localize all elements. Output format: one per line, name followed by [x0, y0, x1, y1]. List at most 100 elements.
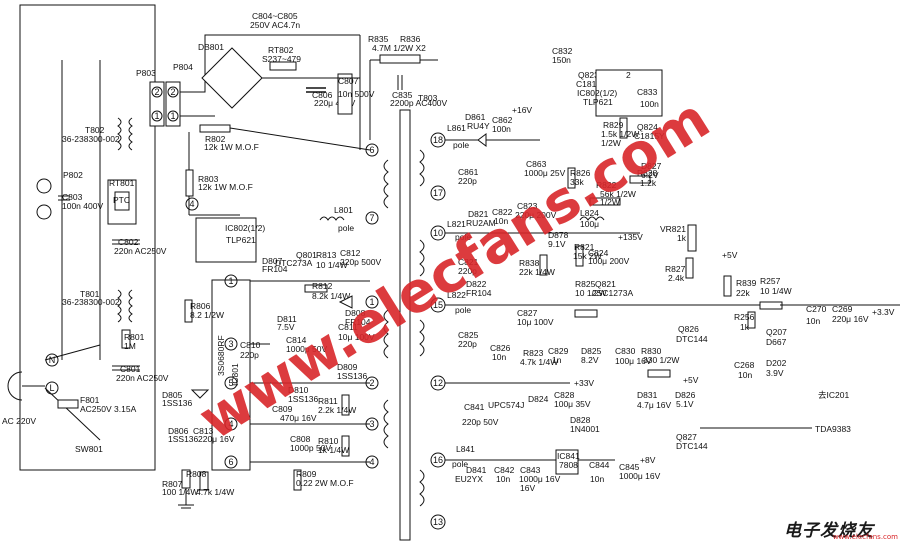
c841-value: 220p 50V: [462, 417, 499, 427]
r828-value: 1.2k: [640, 178, 657, 188]
r825-value: 10 1/2W: [575, 288, 607, 298]
r822-value: 56k 1/2W: [600, 189, 636, 199]
svg-text:2: 2: [626, 70, 631, 80]
p804-label: P804: [173, 62, 193, 72]
r835-value: 4.7M 1/2W X2: [372, 43, 426, 53]
d810-label: D810: [288, 385, 309, 395]
r838-label: R838: [519, 258, 540, 268]
c808-value: 1000p 50V: [290, 443, 331, 453]
q801-type: DTC273A: [275, 258, 313, 268]
l801-label: L801: [334, 205, 353, 215]
r801-value: 1M: [124, 341, 136, 351]
resistor-r812: [304, 284, 328, 293]
q827-label: Q827: [676, 432, 697, 442]
d828-type: 1N4001: [570, 424, 600, 434]
r829-watt: 1/2W: [601, 138, 621, 148]
site-logo: 电子发烧友 www.elecfans.com: [780, 514, 900, 542]
c861-label: C861: [458, 167, 479, 177]
l824-label: L824: [580, 208, 599, 218]
ac-input-label: AC 220V: [2, 416, 36, 426]
svg-text:4: 4: [189, 199, 194, 209]
c807-value: 10n 500V: [338, 89, 375, 99]
r809-label: R809: [296, 469, 317, 479]
logo-url: www.elecfans.com: [832, 533, 898, 541]
c810-label: C810: [240, 340, 261, 350]
c842-value: 10n: [496, 474, 510, 484]
r803-value: 12k 1W M.O.F: [198, 182, 253, 192]
c811-value: 10μ 100V: [338, 332, 375, 342]
q821-type: 2SC1273A: [592, 288, 633, 298]
rectifier-section: DB801 C804~C805 250V AC4.7n RT802 S237~4…: [180, 11, 375, 216]
fuse-label: F801: [80, 395, 100, 405]
resistor-r830: [647, 369, 671, 378]
c830-value: 100μ 16V: [615, 356, 652, 366]
c862-label: C862: [492, 115, 513, 125]
c810-value: 220p: [240, 350, 259, 360]
q823-label: Q823: [578, 70, 599, 80]
ic801-chip: [211, 279, 251, 471]
svg-text:13: 13: [433, 517, 443, 527]
q207-label: Q207: [766, 327, 787, 337]
transformer-core: [399, 109, 411, 541]
c835-label: C835: [392, 90, 413, 100]
d841-type: EU2YX: [455, 474, 483, 484]
v135-label: +135V: [618, 232, 643, 242]
r839-label: R839: [736, 278, 757, 288]
c802-value: 220n AC250V: [114, 246, 167, 256]
c821-value: 220p: [458, 266, 477, 276]
c845-label: C845: [619, 462, 640, 472]
t803-label: T803: [418, 93, 438, 103]
rt802-value: S237~479: [262, 54, 301, 64]
resistor-r257: [759, 301, 783, 310]
switch-label: SW801: [75, 444, 103, 454]
diode-d808-icon: [338, 295, 353, 309]
d808-label: D808: [345, 308, 366, 318]
d807-label: D807: [262, 256, 283, 266]
c843-volt: 16V: [520, 483, 535, 493]
r821-value: 15k 2W: [573, 251, 602, 261]
vr821-label: VR821: [660, 224, 686, 234]
resistor-r809: [293, 469, 302, 491]
c813-label: C813: [193, 426, 214, 436]
ac-input-section: N L AC 220V SW801 F801 AC250V 3.15A T801…: [2, 4, 193, 471]
c832-value: 150n: [552, 55, 571, 65]
inductor-l824: [579, 216, 605, 221]
d809-label: D809: [337, 362, 358, 372]
ic841-label: IC841: [557, 451, 580, 461]
r827-value: 2.4k: [668, 273, 685, 283]
r826-label: R826: [570, 168, 591, 178]
d827-value: 6.2V: [641, 170, 659, 180]
svg-text:1: 1: [228, 276, 233, 286]
d810-type: 1SS136: [288, 394, 319, 404]
svg-text:4: 4: [228, 419, 233, 429]
resistor-r822: [589, 197, 621, 206]
d878-value: 9.1V: [548, 239, 566, 249]
d825-label: D825: [581, 346, 602, 356]
v33-label: +3.3V: [872, 307, 895, 317]
ic801-type: 3S0680RF: [216, 335, 226, 376]
r806-value: 8.2 1/2W: [190, 310, 224, 320]
resistor-r828: [629, 175, 651, 184]
c843-value: 1000μ 16V: [519, 474, 561, 484]
l841-pole: pole: [452, 459, 468, 469]
resistor-r256: [747, 311, 756, 329]
p802-terminal-icon: [36, 178, 52, 194]
svg-text:6: 6: [369, 145, 374, 155]
p802-label: P802: [63, 170, 83, 180]
r826-value: 33k: [570, 177, 584, 187]
r830-value: 330 1/2W: [643, 355, 679, 365]
r825-label: R825: [575, 279, 596, 289]
svg-text:2: 2: [170, 87, 175, 97]
c833-value: 100n: [640, 99, 659, 109]
c826-label: C826: [490, 343, 511, 353]
resistor-r806: [184, 299, 193, 323]
resistor-r839: [723, 275, 732, 297]
l821-pole: pole: [455, 232, 471, 242]
c843-label: C843: [520, 465, 541, 475]
q801-label: Q801: [296, 250, 317, 260]
c823-label: C823: [517, 201, 538, 211]
d831-value: 4.7μ 16V: [637, 400, 672, 410]
t802-label: T802: [85, 125, 105, 135]
upc574j-label: UPC574J: [488, 400, 524, 410]
c269-label: C269: [832, 304, 853, 314]
